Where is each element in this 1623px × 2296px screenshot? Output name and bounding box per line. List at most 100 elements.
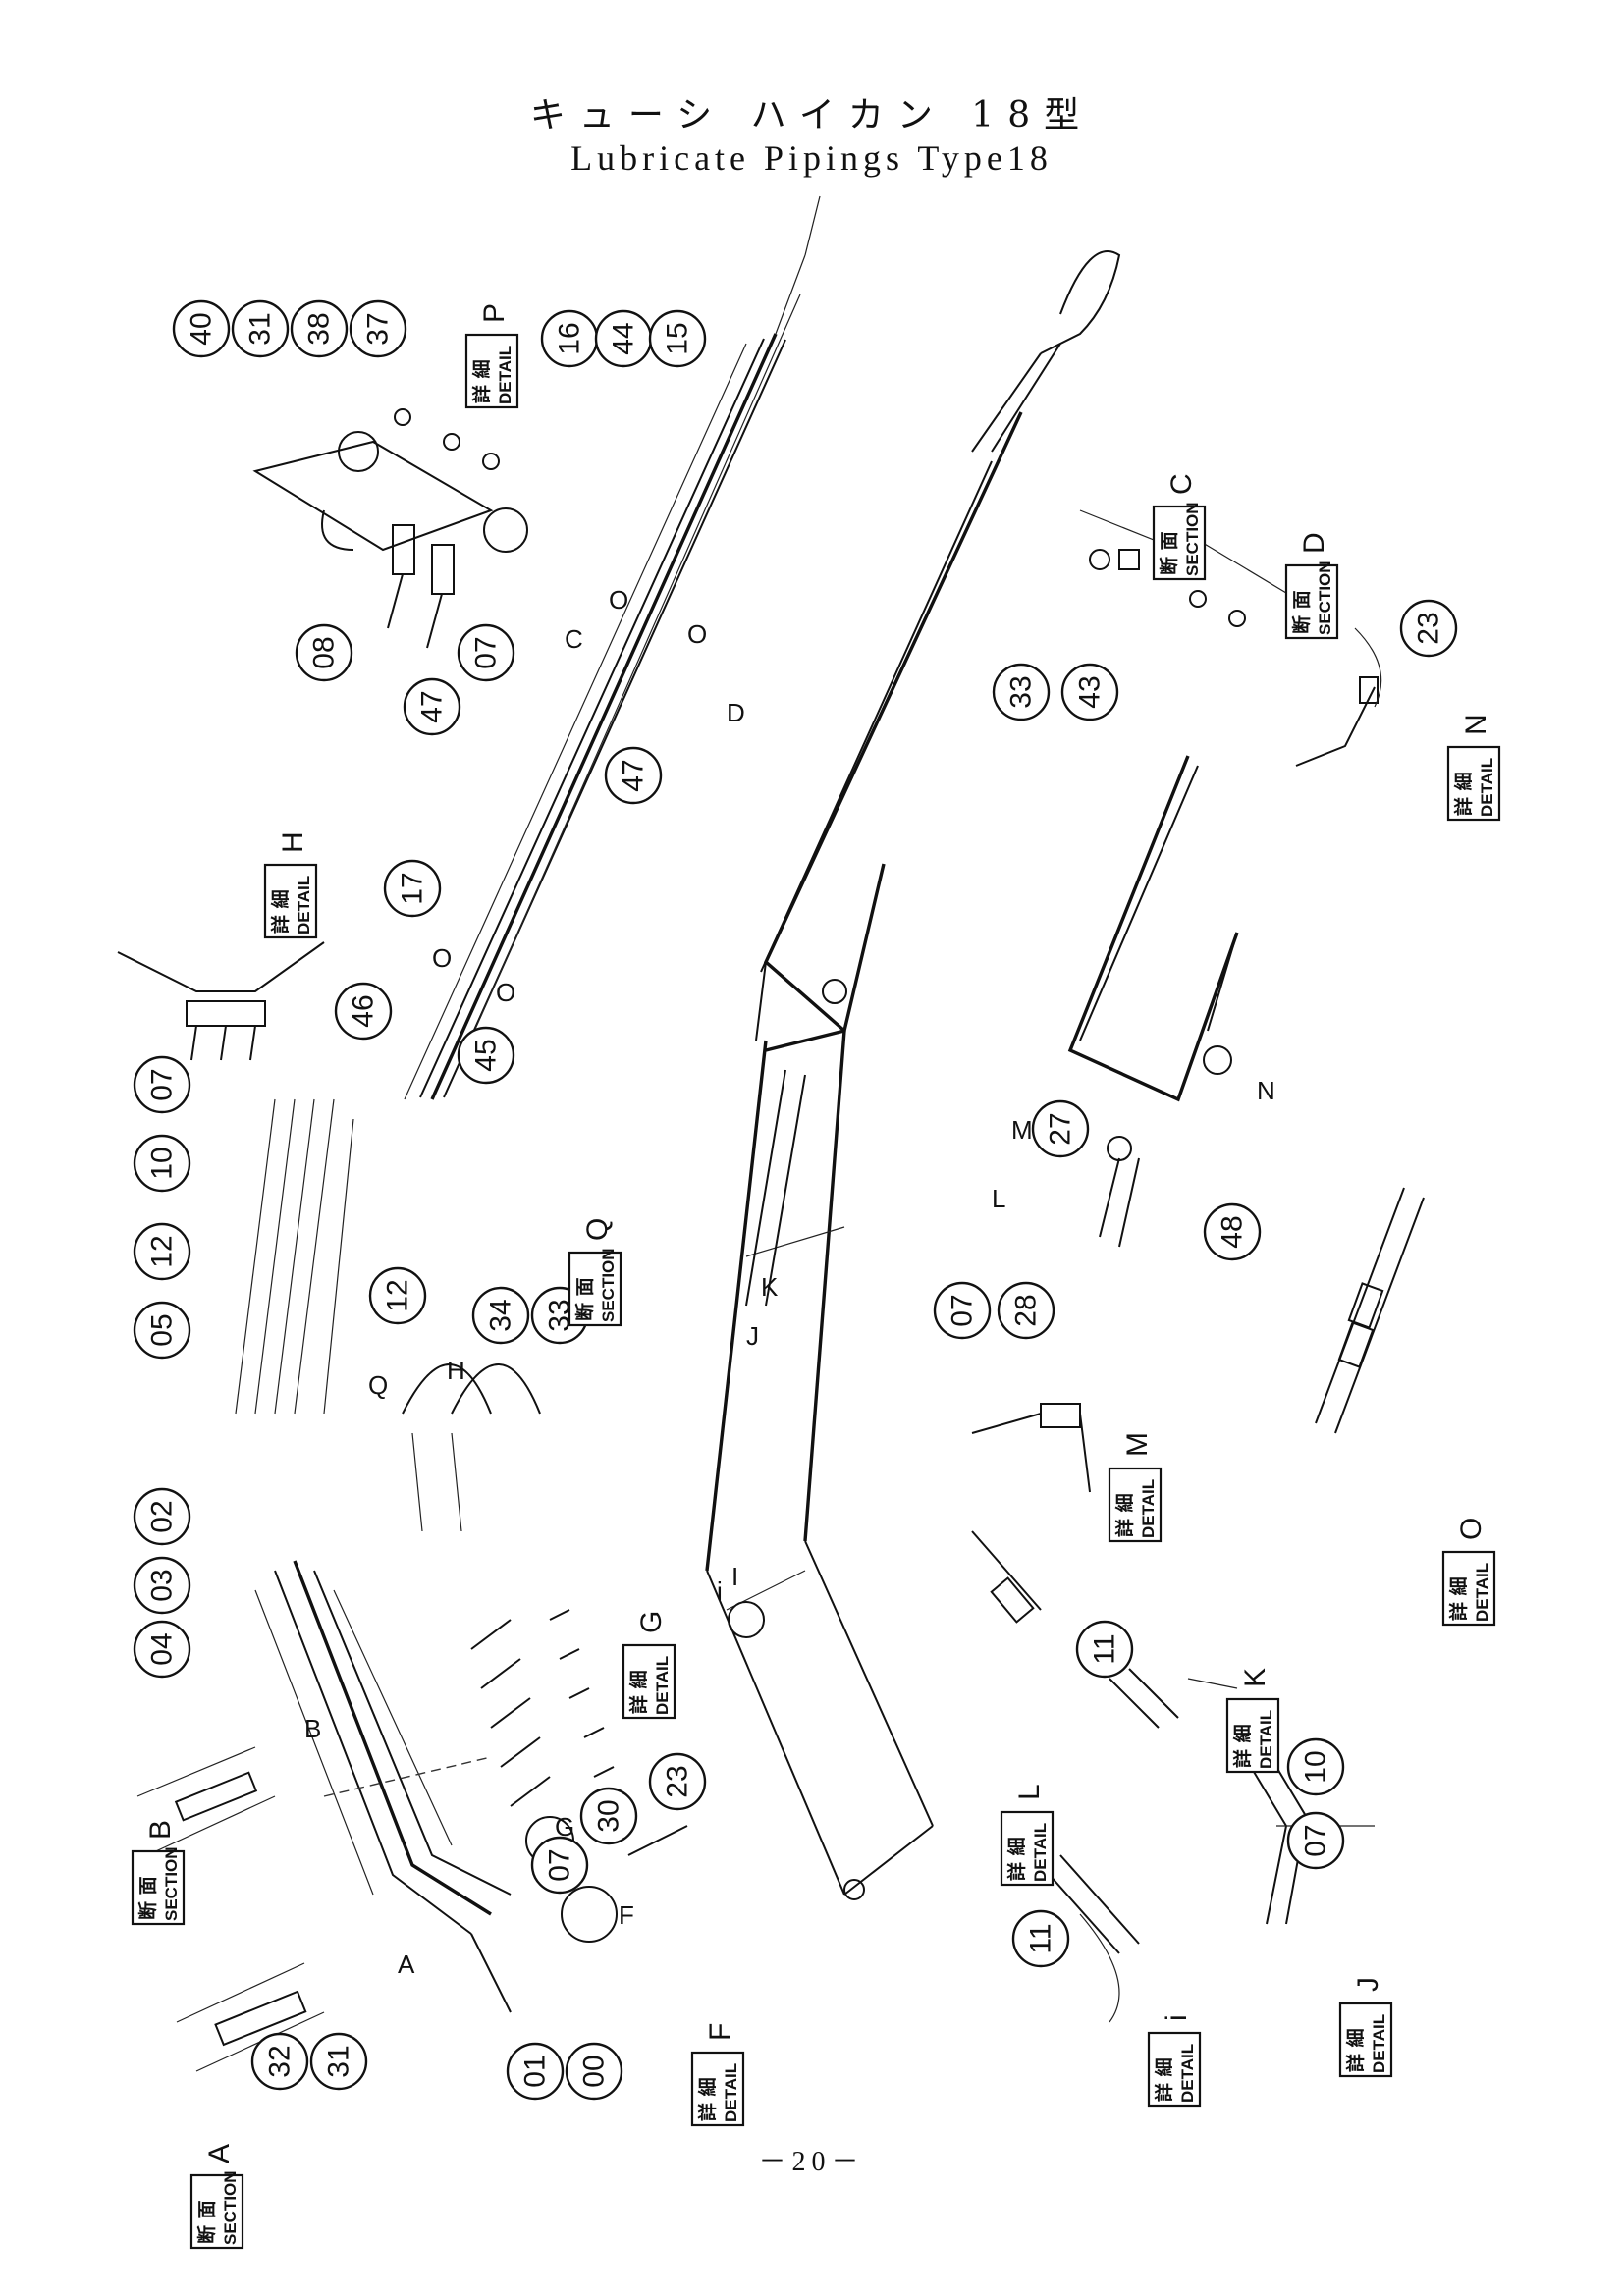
- svg-text:23: 23: [1413, 612, 1445, 644]
- svg-text:04: 04: [146, 1632, 179, 1665]
- svg-text:DETAIL: DETAIL: [1178, 2044, 1197, 2103]
- svg-text:M: M: [1121, 1432, 1154, 1457]
- svg-text:30: 30: [593, 1799, 625, 1832]
- svg-text:DETAIL: DETAIL: [653, 1656, 672, 1715]
- svg-text:C: C: [1165, 473, 1198, 495]
- svg-text:48: 48: [1217, 1215, 1249, 1248]
- svg-text:DETAIL: DETAIL: [1473, 1563, 1491, 1622]
- svg-text:SECTION: SECTION: [221, 2170, 240, 2245]
- svg-text:34: 34: [485, 1299, 517, 1331]
- svg-text:詳 細: 詳 細: [470, 359, 493, 403]
- view-mark-n-17: N: [1257, 1076, 1275, 1105]
- view-mark-b-8: B: [304, 1714, 321, 1743]
- svg-text:DETAIL: DETAIL: [1031, 1823, 1050, 1882]
- callout-47: 47: [604, 746, 663, 805]
- detail-l-drawing: [971, 1530, 1042, 1624]
- svg-text:詳 細: 詳 細: [1005, 1837, 1028, 1881]
- detail-o-drawing: [1315, 1187, 1425, 1434]
- svg-text:DETAIL: DETAIL: [1478, 758, 1496, 817]
- callout-07: 07: [1286, 1811, 1345, 1870]
- title-japanese: キューシ ハイカン 18型: [529, 95, 1094, 135]
- svg-text:03: 03: [146, 1569, 179, 1601]
- svg-text:07: 07: [544, 1848, 576, 1881]
- svg-text:DETAIL: DETAIL: [295, 876, 313, 934]
- svg-text:詳 細: 詳 細: [269, 889, 292, 934]
- callout-00: 00: [565, 2042, 623, 2101]
- view-mark-q-6: Q: [368, 1370, 388, 1400]
- callout-37: 37: [349, 299, 407, 358]
- svg-text:07: 07: [947, 1294, 979, 1326]
- detail-p-drawing: [252, 408, 528, 649]
- svg-text:27: 27: [1045, 1112, 1077, 1145]
- svg-text:DETAIL: DETAIL: [496, 346, 514, 404]
- svg-text:10: 10: [146, 1147, 179, 1179]
- svg-text:詳 細: 詳 細: [1113, 1493, 1136, 1537]
- callout-15: 15: [648, 309, 707, 368]
- callout-48: 48: [1203, 1202, 1262, 1261]
- callout-04: 04: [133, 1620, 191, 1679]
- callout-45: 45: [457, 1026, 515, 1085]
- callout-16: 16: [540, 309, 599, 368]
- callout-28: 28: [997, 1281, 1055, 1340]
- callout-12: 12: [368, 1266, 427, 1325]
- svg-text:G: G: [635, 1611, 668, 1633]
- view-mark-o-4: O: [432, 943, 452, 973]
- svg-text:07: 07: [1300, 1824, 1332, 1856]
- svg-text:16: 16: [554, 322, 586, 354]
- svg-text:詳 細: 詳 細: [627, 1670, 650, 1714]
- view-mark-c-0: C: [565, 624, 583, 654]
- view-mark-d-1: D: [727, 698, 745, 727]
- view-mark-f-11: F: [619, 1900, 634, 1930]
- svg-text:47: 47: [416, 690, 449, 722]
- callout-44: 44: [594, 309, 653, 368]
- svg-text:DETAIL: DETAIL: [1257, 1710, 1275, 1769]
- svg-text:B: B: [144, 1820, 177, 1840]
- view-mark-j-13: J: [746, 1321, 759, 1351]
- view-mark-o-3: O: [687, 619, 707, 649]
- svg-text:43: 43: [1074, 675, 1107, 708]
- callout-34: 34: [471, 1286, 530, 1345]
- callout-40: 40: [172, 299, 231, 358]
- svg-text:DETAIL: DETAIL: [722, 2063, 740, 2122]
- svg-text:07: 07: [146, 1068, 179, 1100]
- view-mark-g-10: G: [555, 1812, 574, 1842]
- svg-text:詳 細: 詳 細: [696, 2077, 719, 2121]
- arm-and-boom-outline: [404, 195, 1239, 1900]
- svg-text:12: 12: [146, 1235, 179, 1267]
- svg-text:12: 12: [382, 1279, 414, 1311]
- callout-17: 17: [383, 859, 442, 918]
- svg-text:11: 11: [1089, 1633, 1121, 1664]
- detail-m-drawing: [971, 1403, 1091, 1493]
- callout-31: 31: [231, 299, 290, 358]
- svg-text:i: i: [1161, 2014, 1193, 2021]
- svg-text:A: A: [203, 2144, 236, 2163]
- svg-text:SECTION: SECTION: [599, 1248, 618, 1322]
- svg-text:02: 02: [146, 1500, 179, 1532]
- svg-text:45: 45: [470, 1039, 503, 1071]
- svg-text:断 面: 断 面: [573, 1277, 596, 1321]
- callout-31: 31: [309, 2032, 368, 2091]
- callout-23: 23: [1399, 599, 1458, 658]
- svg-text:DETAIL: DETAIL: [1139, 1479, 1158, 1538]
- callout-07: 07: [457, 623, 515, 682]
- svg-text:H: H: [277, 831, 309, 853]
- callout-11: 11: [1011, 1909, 1070, 1968]
- svg-text:11: 11: [1025, 1923, 1057, 1953]
- view-mark-o-5: O: [496, 978, 515, 1007]
- svg-text:31: 31: [244, 312, 277, 345]
- svg-text:SECTION: SECTION: [1183, 502, 1202, 576]
- title-english: Lubricate Pipings Type18: [570, 138, 1053, 178]
- svg-text:10: 10: [1300, 1750, 1332, 1783]
- callout-32: 32: [250, 2032, 309, 2091]
- view-mark-l-16: L: [992, 1184, 1005, 1213]
